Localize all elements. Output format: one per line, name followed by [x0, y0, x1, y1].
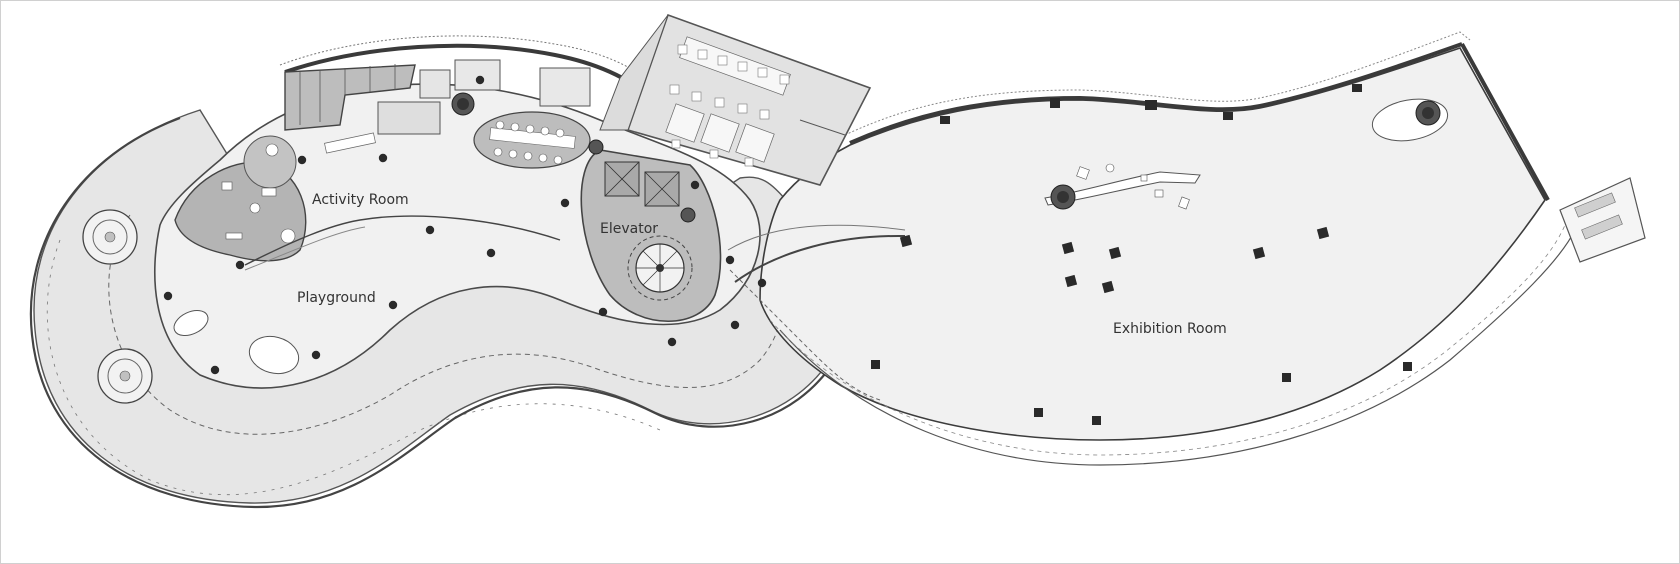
kiosk-top — [82, 209, 138, 265]
exhibition-top-strip — [844, 31, 1471, 136]
top-wall — [284, 43, 647, 94]
exhibit-furniture — [1076, 163, 1190, 210]
tree-icon — [1050, 184, 1076, 210]
curved-display — [1044, 171, 1201, 206]
play-oval-1 — [173, 309, 209, 337]
playground-counter — [244, 215, 561, 266]
elevator-core — [580, 149, 722, 322]
tree-icon — [680, 207, 696, 223]
walkway-diag — [729, 269, 881, 401]
exhibition-room-label: Exhibition Room — [1113, 321, 1227, 337]
exhibition-top-wall — [849, 42, 1463, 145]
elevator-label: Elevator — [600, 221, 658, 237]
walkway-2 — [727, 224, 906, 251]
exhibition-right-wall — [1460, 43, 1550, 201]
play-oval-2 — [248, 335, 300, 375]
playground-label: Playground — [297, 290, 376, 306]
kiosk-bottom — [97, 348, 153, 404]
outer-dashed-path-2 — [46, 239, 661, 496]
office-block — [599, 13, 872, 186]
outer-wall-edge — [29, 116, 836, 509]
tree-icon — [588, 139, 604, 155]
cafe-zone — [174, 135, 307, 262]
spiral-stair-icon — [627, 235, 693, 301]
activity-room-label: Activity Room — [312, 192, 409, 208]
playground-counter-2 — [244, 226, 366, 271]
column-marker-icon — [871, 84, 1412, 425]
tree-icon — [451, 92, 475, 116]
walkway — [734, 234, 906, 283]
shelf — [377, 101, 441, 135]
column-marker-icon — [163, 75, 767, 375]
bench — [324, 132, 376, 154]
tree-icon — [1415, 100, 1441, 126]
entrance-block — [1559, 177, 1646, 263]
exhibition-outer-edge — [779, 229, 1576, 466]
conference-oval — [473, 111, 591, 169]
toilets-block — [284, 59, 591, 131]
